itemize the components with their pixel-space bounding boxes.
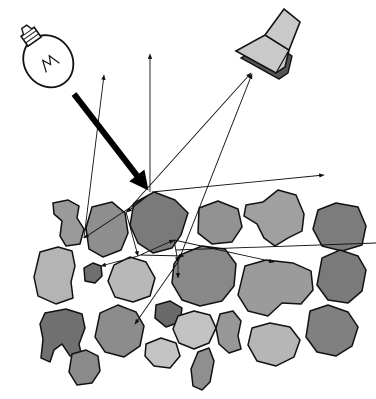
particle	[237, 259, 314, 317]
detector-icon	[234, 7, 301, 80]
scattered-ray	[125, 72, 252, 213]
particle	[33, 246, 76, 305]
particle	[172, 310, 217, 350]
particle	[85, 201, 129, 258]
scattered-ray	[100, 255, 139, 267]
particle	[197, 200, 243, 245]
particle	[190, 347, 215, 391]
particle-layer	[33, 189, 367, 391]
scattered-ray	[175, 242, 376, 251]
detector-body	[234, 34, 290, 74]
scattered-ray	[137, 239, 175, 257]
particle	[171, 245, 237, 307]
bulb-contact	[20, 24, 33, 35]
light-bulb-icon	[19, 24, 75, 89]
particle	[215, 310, 242, 354]
scattered-ray	[139, 253, 185, 259]
scattered-ray	[83, 74, 106, 239]
particle	[316, 249, 367, 304]
scattered-ray	[125, 211, 139, 257]
scattered-ray	[173, 239, 180, 263]
detector-tail	[263, 7, 301, 52]
scattered-ray	[151, 173, 325, 193]
particle	[144, 337, 181, 369]
scattered-ray	[126, 193, 151, 213]
scattered-ray	[83, 192, 153, 239]
particle	[107, 256, 156, 303]
particle	[243, 189, 305, 247]
scattered-ray	[173, 239, 275, 264]
particle	[68, 349, 101, 386]
particle	[94, 304, 145, 358]
particle	[129, 191, 189, 254]
scattered-ray	[134, 261, 179, 325]
scattered-ray	[177, 73, 253, 263]
particle	[52, 199, 85, 247]
incident-beam-arrow	[71, 92, 149, 191]
particle	[83, 262, 103, 284]
particle	[247, 322, 301, 367]
particle	[305, 304, 359, 357]
bulb-filament	[41, 54, 60, 73]
particle	[312, 202, 367, 252]
particle	[39, 308, 86, 363]
